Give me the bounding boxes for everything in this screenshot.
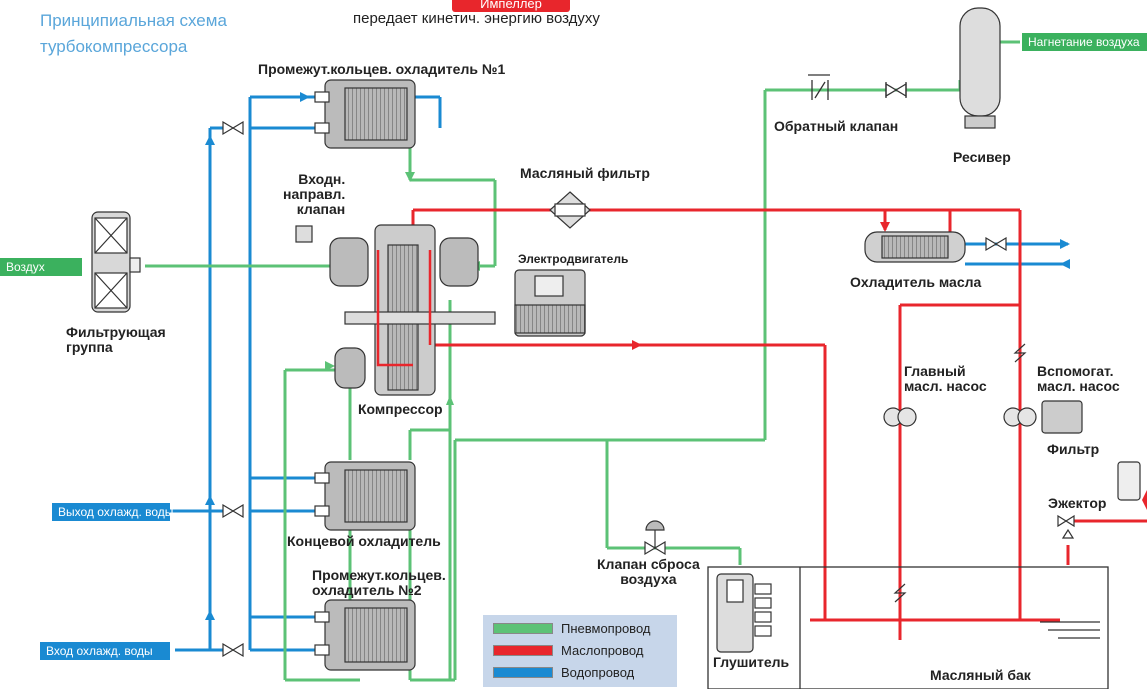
label-intercooler-2: Промежут.кольцев. охладитель №2 — [312, 568, 446, 598]
legend: Пневмопровод Маслопровод Водопровод — [483, 615, 677, 687]
label-intercooler-1: Промежут.кольцев. охладитель №1 — [258, 61, 506, 77]
label-blowoff-valve: Клапан сброса воздуха — [597, 557, 700, 587]
label-filter-group-line2: группа — [66, 339, 113, 355]
label-silencer: Глушитель — [713, 654, 790, 670]
label-inlet-valve-line2: направл. — [283, 186, 346, 202]
legend-item-oil: Маслопровод — [493, 643, 643, 658]
ejector-shape — [1057, 461, 1141, 539]
air-lines — [145, 40, 1020, 682]
filter-group — [91, 211, 141, 313]
legend-item-air: Пневмопровод — [493, 621, 650, 636]
legend-item-water: Водопровод — [493, 665, 634, 680]
oil-arrows — [632, 222, 1147, 510]
legend-label-oil: Маслопровод — [561, 643, 644, 658]
blowoff-valve-shape — [644, 520, 666, 556]
label-receiver: Ресивер — [953, 149, 1011, 165]
label-ejector: Эжектор — [1048, 495, 1107, 511]
label-intercooler-2-line2: охладитель №2 — [312, 582, 422, 598]
tag-water-in: Вход охлажд. воды — [40, 642, 170, 660]
label-inlet-valve-line3: клапан — [296, 201, 346, 217]
label-main-pump-line2: масл. насос — [904, 378, 987, 394]
legend-label-water: Водопровод — [561, 665, 635, 680]
oil-tank-shape — [707, 566, 1109, 689]
label-intercooler-2-line1: Промежут.кольцев. — [312, 567, 446, 583]
pumps-shape — [883, 343, 1083, 603]
tag-water-out: Выход охлажд. воды — [52, 503, 173, 521]
label-aux-pump: Вспомогат. масл. насос — [1037, 364, 1120, 394]
intercooler-1-shape — [314, 79, 416, 149]
label-compressor: Компрессор — [358, 401, 443, 417]
water-arrows — [205, 92, 1070, 620]
label-aux-pump-line1: Вспомогат. — [1037, 363, 1114, 379]
compressor-oil-loop — [376, 250, 432, 367]
oil-cooler-shape — [864, 231, 966, 263]
label-inlet-valve-line1: Входн. — [298, 171, 346, 187]
diagram-title: Принципиальная схема турбокомпрессора — [40, 8, 227, 60]
silencer-shape — [716, 573, 772, 653]
label-blowoff-valve-line2: воздуха — [620, 571, 677, 587]
water-valves — [222, 120, 1007, 658]
label-inlet-valve: Входн. направл. клапан — [283, 172, 345, 217]
compressor-shape — [295, 224, 496, 396]
label-oil-tank: Масляный бак — [930, 667, 1031, 683]
check-valve-shape — [808, 74, 907, 100]
title-line-2: турбокомпрессора — [40, 37, 188, 56]
label-oil-filter: Масляный фильтр — [520, 165, 650, 181]
label-filter: Фильтр — [1047, 441, 1100, 457]
aftercooler-shape — [314, 461, 416, 531]
label-aftercooler: Концевой охладитель — [287, 533, 441, 549]
receiver-shape — [959, 7, 1001, 129]
label-oil-cooler: Охладитель масла — [850, 274, 982, 290]
label-main-pump: Главный масл. насос — [904, 364, 987, 394]
label-filter-group: Фильтрующая группа — [66, 325, 166, 355]
label-filter-group-line1: Фильтрующая — [66, 324, 166, 340]
title-line-1: Принципиальная схема — [40, 11, 227, 30]
oil-filter-shape — [549, 191, 591, 229]
impeller-badge: Импеллер — [452, 0, 570, 12]
intercooler-2-shape — [314, 599, 416, 671]
label-aux-pump-line2: масл. насос — [1037, 378, 1120, 394]
legend-swatch-air — [493, 623, 553, 634]
label-check-valve: Обратный клапан — [774, 118, 899, 134]
motor-shape — [514, 269, 586, 337]
tag-air-in: Воздух — [0, 258, 82, 276]
impeller-caption: передает кинетич. энергию воздуху — [353, 10, 600, 27]
legend-swatch-oil — [493, 645, 553, 656]
tag-discharge: Нагнетание воздуха — [1022, 33, 1147, 51]
label-blowoff-valve-line1: Клапан сброса — [597, 556, 700, 572]
label-main-pump-line1: Главный — [904, 363, 966, 379]
legend-swatch-water — [493, 667, 553, 678]
legend-label-air: Пневмопровод — [561, 621, 651, 636]
label-motor: Электродвигатель — [518, 252, 629, 266]
